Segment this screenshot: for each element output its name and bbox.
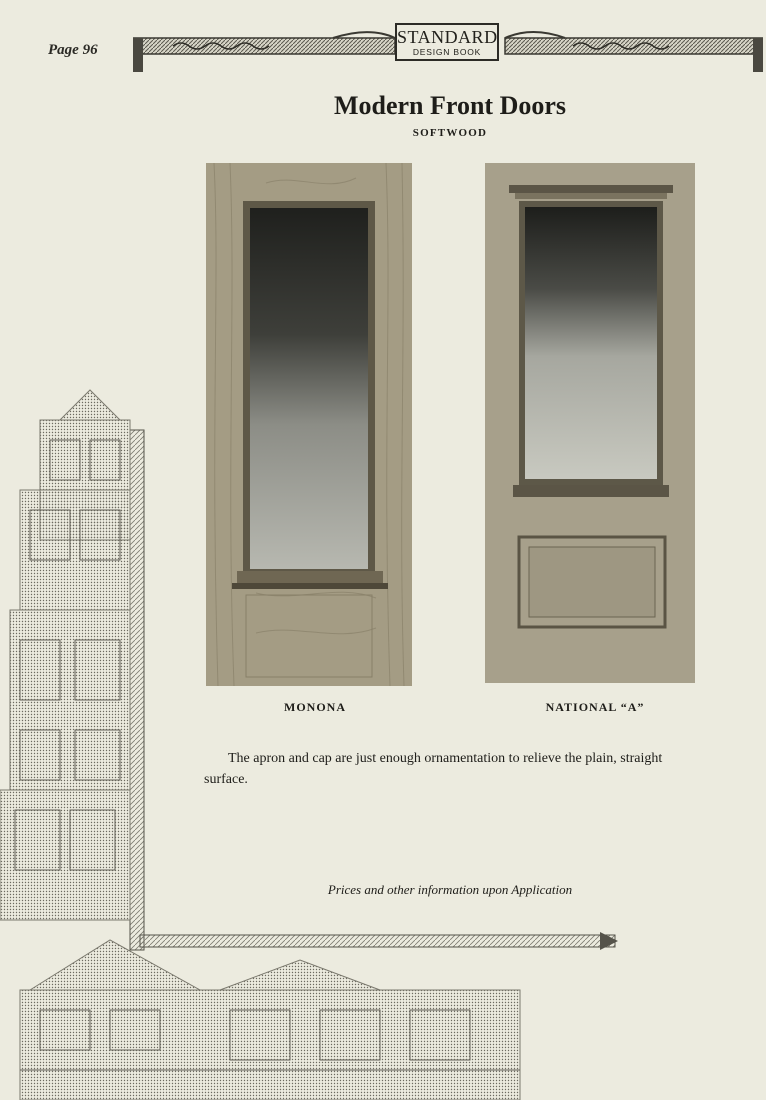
page-subtitle: SOFTWOOD <box>412 127 488 139</box>
description-text: The apron and cap are just enough orname… <box>204 751 663 787</box>
page-title: Modern Front Doors <box>333 91 567 120</box>
pricing-note: Prices and other information upon Applic… <box>327 882 573 897</box>
door-image-national-a <box>485 163 695 683</box>
door-image-monona <box>206 163 412 686</box>
door-caption-national-a: NATIONAL “A” <box>545 700 645 714</box>
page-number: Page 96 <box>48 42 98 58</box>
logo-text-design-book: DESIGN BOOK <box>412 47 482 57</box>
house-illustration-ornament <box>0 389 618 1100</box>
standard-design-book-logo: STANDARD DESIGN BOOK <box>395 23 499 61</box>
logo-text-standard: STANDARD <box>397 27 498 47</box>
header-banner-ornament <box>133 31 763 72</box>
door-caption-monona: MONONA <box>284 700 346 714</box>
